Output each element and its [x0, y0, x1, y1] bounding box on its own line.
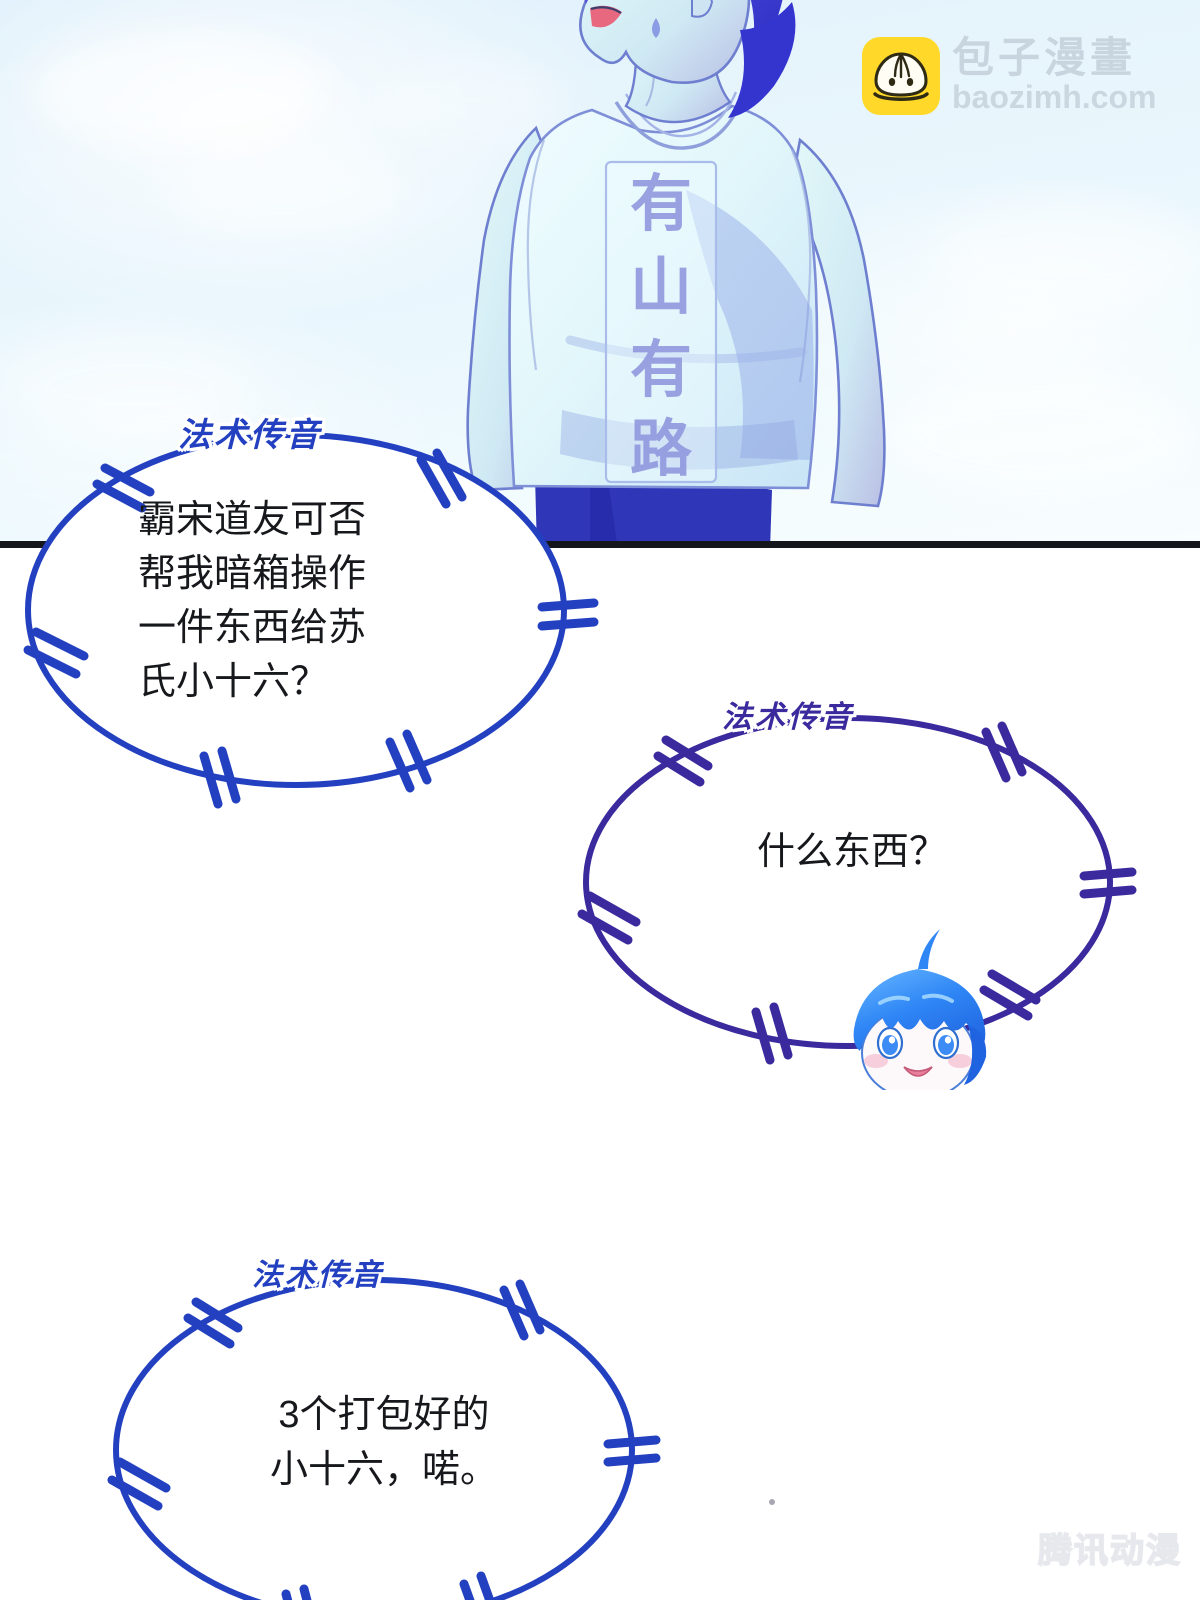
shirt-print-box — [604, 160, 718, 484]
speech-bubble-1: 法术传音 霸宋道友可否 帮我暗箱操作 一件东西给苏 氏小十六？ — [18, 416, 599, 810]
hair-strand — [728, 2, 796, 118]
mouth — [590, 5, 622, 28]
baozimh-watermark: 包子漫畫 baozimh.com — [862, 28, 1182, 124]
cloud-shape — [880, 380, 1200, 500]
chibi-blush — [864, 1054, 888, 1068]
head — [579, 0, 751, 84]
cloud-shape — [0, 330, 260, 440]
shirt-print-text: 有 山 有 路 — [630, 170, 693, 484]
watermark-cn-text: 包子漫畫 — [952, 34, 1137, 82]
chibi-eyes — [876, 1026, 960, 1060]
chibi-hair — [853, 969, 986, 1051]
cloud-shape — [930, 200, 1200, 310]
cloud-shape — [170, 150, 410, 240]
chibi-blush — [948, 1054, 972, 1068]
svg-text:山: 山 — [630, 254, 692, 322]
svg-text:路: 路 — [630, 415, 693, 484]
chibi-side-hair — [964, 1025, 987, 1085]
bubble-outline — [25, 432, 567, 788]
shirt-collar — [614, 99, 744, 150]
speech-bubble-2: 法术传音 什么东西？ — [572, 700, 1137, 1070]
right-arm — [788, 137, 886, 508]
watermark-en-text: baozimh.com — [952, 79, 1157, 116]
bubble-text-2: 什么东西？ — [756, 831, 947, 873]
sky-panel: 有 山 有 路 — [0, 0, 1200, 548]
sweat-drop — [652, 18, 660, 38]
cloud-shape — [380, 60, 560, 140]
panel-bottom-border — [0, 541, 1200, 548]
bubble-tick-marks — [577, 721, 1137, 1065]
bubble-label-2: 法术传音 — [722, 701, 854, 734]
chibi-head — [828, 925, 1008, 1090]
bubble-outline — [113, 1277, 635, 1600]
chibi-hair-highlight — [878, 993, 954, 1005]
svg-text:有: 有 — [630, 336, 692, 405]
bubble-outline — [583, 715, 1113, 1049]
bubble-tick-marks — [23, 448, 599, 809]
bubble-label-1: 法术传音 — [178, 416, 322, 453]
baozi-bun-icon — [862, 37, 940, 115]
character-illustration: 有 山 有 路 — [440, 0, 960, 548]
svg-text:有: 有 — [630, 170, 692, 239]
bubble-label-3: 法术传音 — [252, 1259, 384, 1292]
bubble-tick-marks — [107, 1279, 661, 1600]
dust-speck — [769, 1499, 775, 1505]
chibi-ahoge — [918, 929, 940, 969]
bubble-text-1: 霸宋道友可否 帮我暗箱操作 一件东西给苏 氏小十六？ — [138, 499, 367, 703]
cloud-shape — [30, 30, 330, 150]
shirt-shading — [686, 190, 814, 460]
bubble-text-3: 3个打包好的 小十六，喏。 — [269, 1394, 498, 1492]
shirt — [508, 104, 819, 490]
speech-bubble-3: 法术传音 3个打包好的 小十六，喏。 — [104, 1258, 664, 1600]
tencent-comics-watermark: 腾讯动漫 — [1037, 1531, 1182, 1571]
hair — [584, 0, 783, 66]
chibi-mouth — [903, 1066, 933, 1077]
